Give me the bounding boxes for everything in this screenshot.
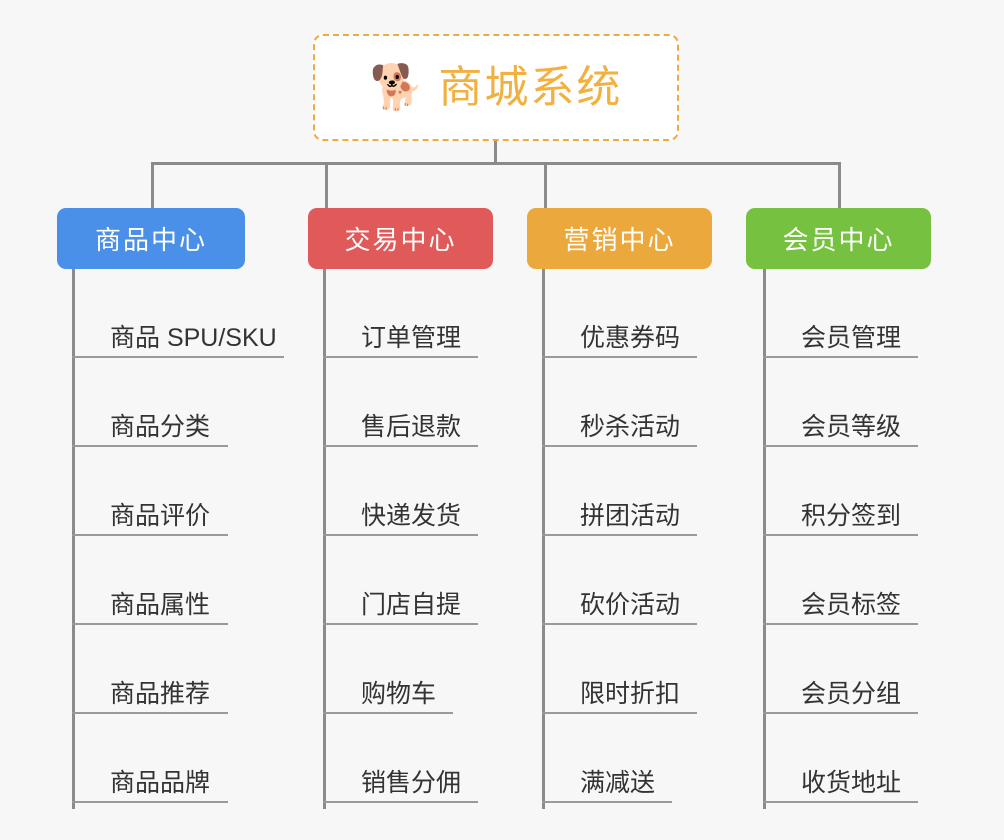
leaf-underline (72, 534, 228, 536)
leaf-underline (323, 801, 478, 803)
leaf-underline (763, 445, 918, 447)
category-label: 交易中心 (344, 225, 457, 255)
leaf-item-label: 商品品牌 (110, 768, 211, 797)
leaf-list: 优惠券码秒杀活动拼团活动砍价活动限时折扣满减送 (542, 269, 697, 803)
leaf-underline (72, 356, 284, 358)
leaf-item[interactable]: 秒杀活动 (542, 358, 697, 447)
leaf-item[interactable]: 砍价活动 (542, 536, 697, 625)
category-box-marketing-center[interactable]: 营销中心 (527, 208, 712, 269)
leaf-item-label: 秒杀活动 (580, 412, 681, 441)
leaf-item[interactable]: 商品评价 (72, 447, 291, 536)
leaf-underline (763, 712, 918, 714)
leaf-item-label: 砍价活动 (580, 590, 681, 619)
leaf-item-label: 购物车 (361, 679, 437, 708)
leaf-item[interactable]: 快递发货 (323, 447, 478, 536)
category-label: 会员中心 (782, 225, 895, 255)
leaf-underline (763, 801, 918, 803)
leaf-item[interactable]: 购物车 (323, 625, 475, 714)
leaf-item-label: 拼团活动 (580, 501, 681, 530)
leaf-underline (72, 801, 228, 803)
leaf-item-label: 会员分组 (801, 679, 902, 708)
category-box-trade-center[interactable]: 交易中心 (308, 208, 493, 269)
leaf-item[interactable]: 限时折扣 (542, 625, 697, 714)
leaf-underline (323, 534, 478, 536)
category-connector-bus (151, 162, 839, 165)
leaf-underline (72, 712, 228, 714)
root-node[interactable]: 🐕 商城系统 (313, 34, 679, 141)
leaf-item-label: 商品属性 (110, 590, 211, 619)
connector-drop-trade-center (325, 162, 328, 208)
leaf-spine-trade-center (323, 269, 326, 809)
leaf-item-label: 限时折扣 (580, 679, 681, 708)
leaf-underline (323, 445, 478, 447)
category-label: 商品中心 (94, 225, 207, 255)
leaf-item[interactable]: 会员管理 (763, 269, 918, 358)
leaf-item-label: 会员管理 (801, 323, 902, 352)
leaf-item-label: 优惠券码 (580, 323, 681, 352)
leaf-item[interactable]: 会员分组 (763, 625, 918, 714)
leaf-underline (763, 623, 918, 625)
leaf-item-label: 销售分佣 (361, 768, 462, 797)
leaf-item[interactable]: 满减送 (542, 714, 694, 803)
leaf-underline (542, 801, 672, 803)
leaf-item-label: 售后退款 (361, 412, 462, 441)
leaf-list: 订单管理售后退款快递发货门店自提购物车销售分佣 (323, 269, 478, 803)
leaf-item-label: 订单管理 (361, 323, 462, 352)
leaf-underline (323, 623, 478, 625)
leaf-underline (542, 356, 697, 358)
leaf-item[interactable]: 门店自提 (323, 536, 478, 625)
category-box-product-center[interactable]: 商品中心 (57, 208, 245, 269)
leaf-item-label: 商品评价 (110, 501, 211, 530)
leaf-item[interactable]: 积分签到 (763, 447, 918, 536)
leaf-item-label: 收货地址 (801, 768, 902, 797)
leaf-item[interactable]: 会员等级 (763, 358, 918, 447)
leaf-item-label: 门店自提 (361, 590, 462, 619)
leaf-item-label: 会员标签 (801, 590, 902, 619)
leaf-item[interactable]: 商品 SPU/SKU (72, 269, 291, 358)
leaf-underline (542, 712, 697, 714)
leaf-list: 会员管理会员等级积分签到会员标签会员分组收货地址 (763, 269, 918, 803)
leaf-underline (763, 534, 918, 536)
shiba-inu-dog-icon: 🐕 (369, 62, 425, 112)
leaf-underline (72, 445, 228, 447)
leaf-item-label: 积分签到 (801, 501, 902, 530)
leaf-item-label: 商品推荐 (110, 679, 211, 708)
leaf-item[interactable]: 订单管理 (323, 269, 478, 358)
leaf-item[interactable]: 商品推荐 (72, 625, 291, 714)
leaf-item[interactable]: 商品分类 (72, 358, 291, 447)
leaf-item[interactable]: 拼团活动 (542, 447, 697, 536)
leaf-item[interactable]: 优惠券码 (542, 269, 697, 358)
connector-drop-marketing-center (544, 162, 547, 208)
leaf-item[interactable]: 售后退款 (323, 358, 478, 447)
leaf-item-label: 快递发货 (361, 501, 462, 530)
leaf-list: 商品 SPU/SKU 商品分类商品评价商品属性商品推荐商品品牌 (72, 269, 291, 803)
root-title: 商城系统 (438, 62, 623, 112)
leaf-item[interactable]: 会员标签 (763, 536, 918, 625)
leaf-spine-member-center (763, 269, 766, 809)
leaf-item[interactable]: 商品品牌 (72, 714, 291, 803)
leaf-underline (542, 534, 697, 536)
leaf-underline (542, 445, 697, 447)
root-connector-stub (494, 141, 497, 164)
connector-drop-product-center (151, 162, 154, 208)
leaf-item[interactable]: 收货地址 (763, 714, 918, 803)
leaf-item-label: 会员等级 (801, 412, 902, 441)
leaf-item-label: 满减送 (580, 768, 656, 797)
leaf-item[interactable]: 销售分佣 (323, 714, 478, 803)
category-box-member-center[interactable]: 会员中心 (746, 208, 931, 269)
leaf-underline (542, 623, 697, 625)
leaf-item-label: 商品 SPU/SKU (110, 323, 277, 352)
leaf-item[interactable]: 商品属性 (72, 536, 291, 625)
connector-drop-member-center (838, 162, 841, 208)
leaf-underline (72, 623, 228, 625)
leaf-underline (323, 356, 478, 358)
category-label: 营销中心 (563, 225, 676, 255)
leaf-item-label: 商品分类 (110, 412, 211, 441)
leaf-spine-product-center (72, 269, 75, 809)
leaf-spine-marketing-center (542, 269, 545, 809)
leaf-underline (323, 712, 453, 714)
leaf-underline (763, 356, 918, 358)
